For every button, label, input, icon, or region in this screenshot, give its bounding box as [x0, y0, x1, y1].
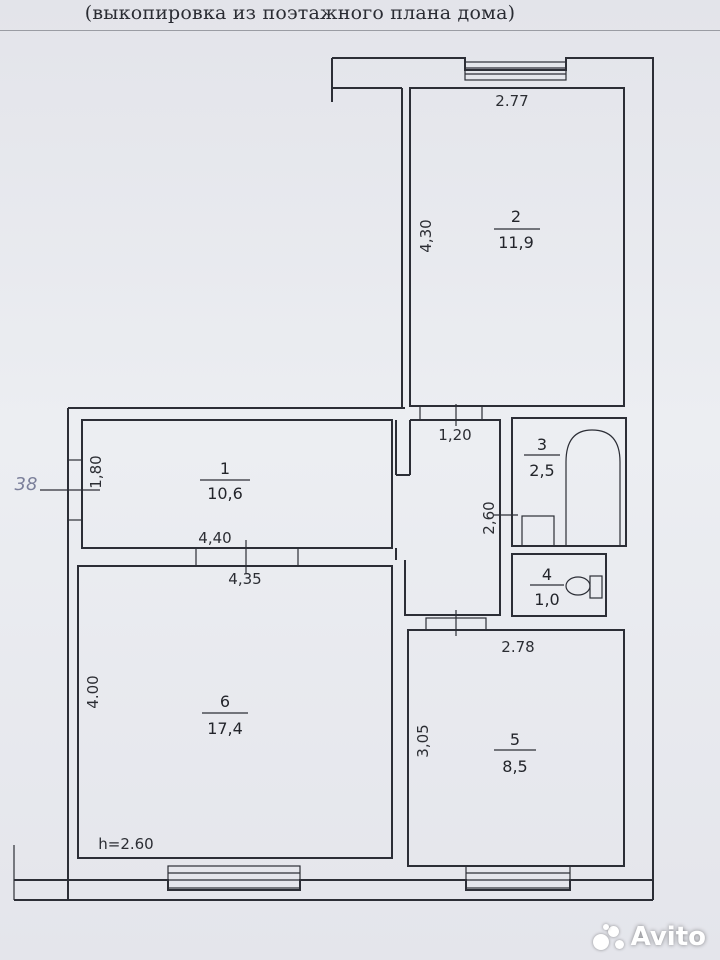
- toilet-icon: [565, 575, 603, 599]
- room-4-outline: [511, 553, 607, 617]
- room-6-number: 6: [220, 692, 230, 711]
- doorway-room-6: [195, 547, 299, 567]
- bathtub-icon: [565, 429, 621, 546]
- room-3-number: 3: [537, 435, 547, 454]
- room-2-outline: [409, 87, 625, 407]
- margin-note: 38: [15, 474, 38, 495]
- ceiling-height: h=2.60: [98, 835, 153, 853]
- window-bottom-right: [465, 865, 571, 889]
- sink-icon: [521, 515, 555, 547]
- dim-bath-length: 2,60: [480, 501, 498, 534]
- doorway-corridor: [419, 405, 483, 421]
- dim-room6-length: 4.00: [84, 675, 102, 708]
- window-top: [464, 61, 567, 81]
- room-2-number: 2: [511, 207, 521, 226]
- avito-logo-icon: [592, 923, 627, 952]
- watermark-brand: Avito: [630, 922, 706, 952]
- dim-corridor-width: 1,20: [438, 426, 471, 444]
- room-6-area: 17,4: [207, 719, 243, 738]
- header-rule: [0, 30, 720, 31]
- room-4-number: 4: [542, 565, 552, 584]
- room-1-number: 1: [220, 459, 230, 478]
- window-bottom-left: [167, 865, 301, 889]
- room-3-area: 2,5: [529, 461, 554, 480]
- window-left: [40, 459, 100, 521]
- dim-room5-length: 3,05: [414, 724, 432, 757]
- watermark: Avito: [592, 922, 706, 952]
- room-4-area: 1,0: [534, 590, 559, 609]
- room-5-area: 8,5: [502, 757, 527, 776]
- dim-room6-width: 4,35: [228, 570, 261, 588]
- room-5-number: 5: [510, 730, 520, 749]
- dim-room5-width: 2.78: [501, 638, 534, 656]
- dim-room1-length: 4,40: [198, 529, 231, 547]
- outer-wall-top-right: [332, 57, 654, 900]
- room-1-area: 10,6: [207, 484, 243, 503]
- dim-room2-width: 2.77: [495, 92, 528, 110]
- dim-room1-width: 1,80: [87, 455, 105, 488]
- header-caption: (выкопировка из поэтажного плана дома): [84, 2, 516, 24]
- room-2-area: 11,9: [498, 233, 534, 252]
- room-6-outline: [77, 565, 393, 859]
- dim-room2-length: 4,30: [417, 219, 435, 252]
- room-3-outline: [511, 417, 627, 547]
